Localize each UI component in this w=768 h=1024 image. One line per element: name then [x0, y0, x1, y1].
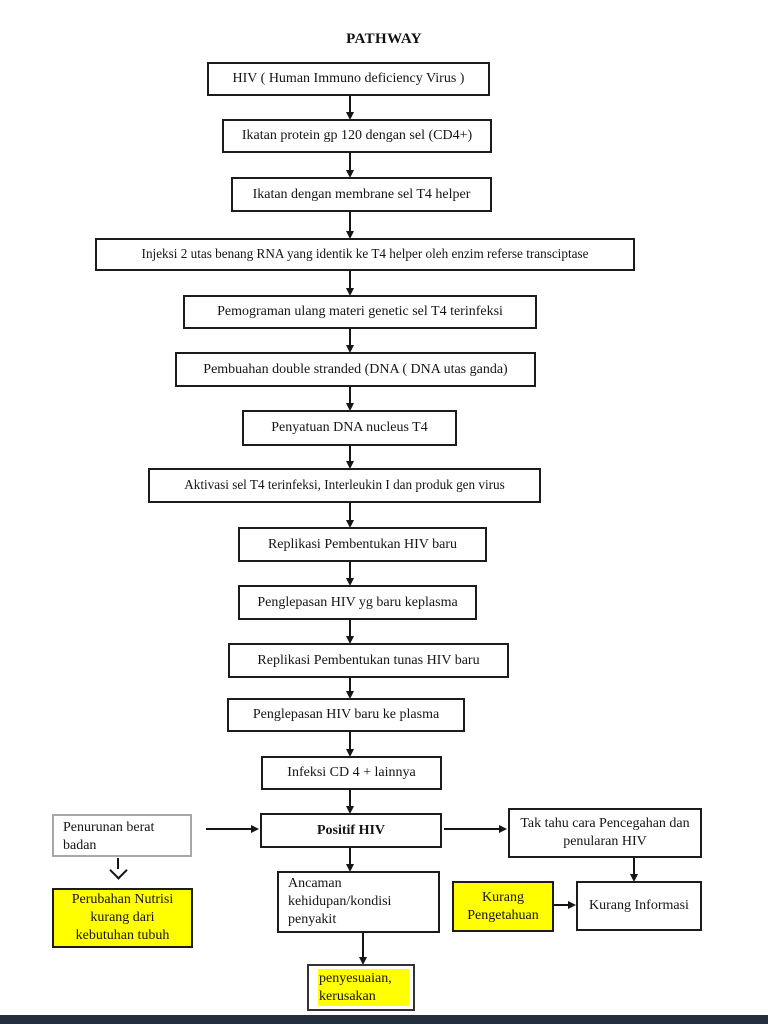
- arrow-replikasi-to-penglepasan: [349, 562, 351, 578]
- flow-box-tak-tahu: Tak tahu cara Pencegahan dan penularan H…: [508, 808, 702, 858]
- flow-box-penurunan-berat: Penurunan berat badan: [52, 814, 192, 857]
- arrow-penyatuan-to-aktivasi: [349, 446, 351, 461]
- flow-box-ikatan-gp120: Ikatan protein gp 120 dengan sel (CD4+): [222, 119, 492, 153]
- arrow-pengetahuan-to-informasi: [554, 904, 568, 906]
- flow-box-ikatan-membrane: Ikatan dengan membrane sel T4 helper: [231, 177, 492, 212]
- arrow-taktahu-to-informasi: [633, 858, 635, 874]
- arrow-pembuahan-to-penyatuan: [349, 387, 351, 403]
- flow-box-replikasi-hiv: Replikasi Pembentukan HIV baru: [238, 527, 487, 562]
- arrow-plasma-to-infeksi: [349, 732, 351, 749]
- arrow-penurunan-to-positif: [206, 828, 251, 830]
- arrow-positif-to-taktahu: [444, 828, 499, 830]
- flow-box-injeksi-rna: Injeksi 2 utas benang RNA yang identik k…: [95, 238, 635, 271]
- flow-box-kurang-informasi: Kurang Informasi: [576, 881, 702, 931]
- arrow-penurunan-to-nutrisi: [110, 858, 126, 882]
- highlighted-text: penyesuaian, kerusakan: [318, 968, 409, 1007]
- arrow-gp120-to-membrane: [349, 153, 351, 170]
- arrow-tunas-to-plasma: [349, 678, 351, 691]
- flow-box-pembuahan-dna: Pembuahan double stranded (DNA ( DNA uta…: [175, 352, 536, 387]
- flow-box-penyesuaian: penyesuaian, kerusakan: [307, 964, 415, 1011]
- arrow-aktivasi-to-replikasi: [349, 503, 351, 520]
- arrow-positif-to-ancaman: [349, 848, 351, 864]
- flow-box-penglepasan-keplasma: Penglepasan HIV yg baru keplasma: [238, 585, 477, 620]
- arrow-hiv-to-gp120: [349, 96, 351, 112]
- flow-box-hiv: HIV ( Human Immuno deficiency Virus ): [207, 62, 490, 96]
- arrow-membrane-to-injeksi: [349, 212, 351, 231]
- page-footer-bar: [0, 1015, 768, 1024]
- flow-box-penglepasan-plasma: Penglepasan HIV baru ke plasma: [227, 698, 465, 732]
- flow-box-penyatuan-dna: Penyatuan DNA nucleus T4: [242, 410, 457, 446]
- arrow-ancaman-to-penyesuaian: [362, 933, 364, 957]
- flow-box-kurang-pengetahuan: Kurang Pengetahuan: [452, 881, 554, 932]
- arrow-penglepasan-to-tunas: [349, 620, 351, 636]
- flow-box-infeksi-cd4: Infeksi CD 4 + lainnya: [261, 756, 442, 790]
- arrow-pemograman-to-pembuahan: [349, 329, 351, 345]
- page-title: PATHWAY: [346, 31, 422, 47]
- flow-box-pemograman: Pemograman ulang materi genetic sel T4 t…: [183, 295, 537, 329]
- flow-box-ancaman: Ancaman kehidupan/kondisi penyakit: [277, 871, 440, 933]
- flow-box-positif-hiv: Positif HIV: [260, 813, 442, 848]
- flow-box-perubahan-nutrisi: Perubahan Nutrisi kurang dari kebutuhan …: [52, 888, 193, 948]
- arrow-injeksi-to-pemograman: [349, 271, 351, 288]
- arrow-infeksi-to-positif: [349, 790, 351, 806]
- flow-box-aktivasi: Aktivasi sel T4 terinfeksi, Interleukin …: [148, 468, 541, 503]
- flow-box-replikasi-tunas: Replikasi Pembentukan tunas HIV baru: [228, 643, 509, 678]
